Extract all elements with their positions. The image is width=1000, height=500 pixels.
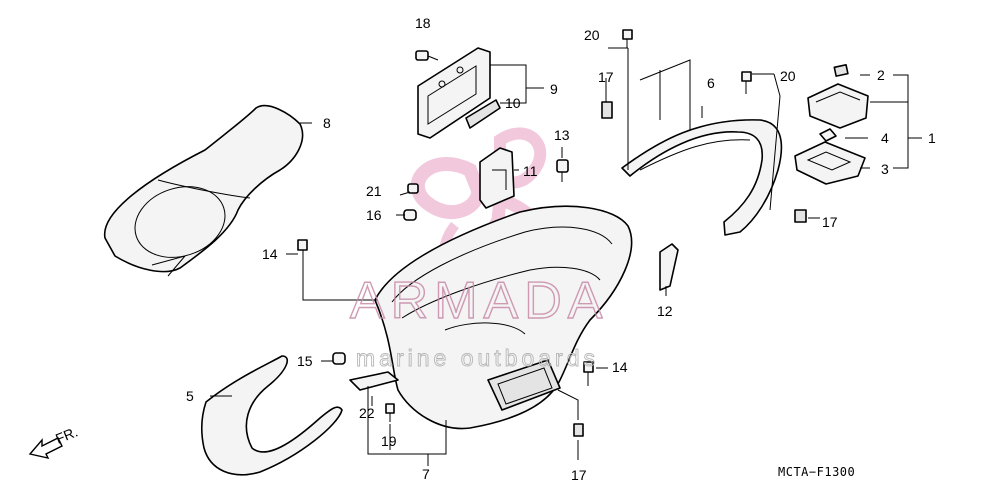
handle-rail-part	[621, 119, 783, 236]
diagram-reference-code: MCTA−F1300	[778, 465, 855, 479]
front-direction-arrow-icon	[28, 437, 63, 460]
callout-16: 16	[366, 207, 382, 223]
callout-5: 5	[186, 388, 194, 404]
callout-14a: 14	[262, 246, 278, 262]
callout-10: 10	[505, 95, 521, 111]
callout-15: 15	[297, 353, 313, 369]
callout-9: 9	[550, 81, 558, 97]
callout-17b: 17	[822, 214, 838, 230]
callout-12: 12	[657, 303, 673, 319]
front-direction-label: FR.	[53, 423, 80, 446]
callout-17c: 17	[571, 467, 587, 483]
bolt-18-part	[415, 50, 439, 61]
callout-14b: 14	[612, 359, 628, 375]
callout-2: 2	[877, 67, 885, 83]
watermark-tagline: marine outboards	[356, 345, 599, 371]
watermark-brand: ARMADA	[350, 272, 608, 330]
side-cover-part	[201, 355, 343, 476]
callout-6: 6	[707, 75, 715, 91]
callout-4: 4	[881, 130, 889, 146]
callout-1: 1	[928, 130, 936, 146]
latch-assembly-part	[794, 64, 869, 185]
callout-20a: 20	[584, 27, 600, 43]
callout-3: 3	[881, 161, 889, 177]
callout-11: 11	[523, 163, 538, 179]
callout-8: 8	[323, 115, 331, 131]
storage-box-part	[374, 147, 633, 430]
callout-19: 19	[381, 433, 397, 449]
callout-17a: 17	[598, 69, 614, 85]
callout-21: 21	[366, 183, 382, 199]
callout-18: 18	[415, 15, 431, 31]
callout-20b: 20	[780, 68, 796, 84]
callout-22: 22	[359, 405, 375, 421]
callout-13: 13	[554, 127, 570, 143]
bracket-panel-part	[417, 47, 501, 139]
seat-cover-part	[104, 104, 304, 277]
bracket-12-part	[659, 243, 679, 291]
hardware-parts	[297, 29, 807, 437]
leader-lines	[210, 47, 922, 466]
plate-22-part	[349, 371, 399, 391]
callout-7: 7	[422, 466, 430, 482]
